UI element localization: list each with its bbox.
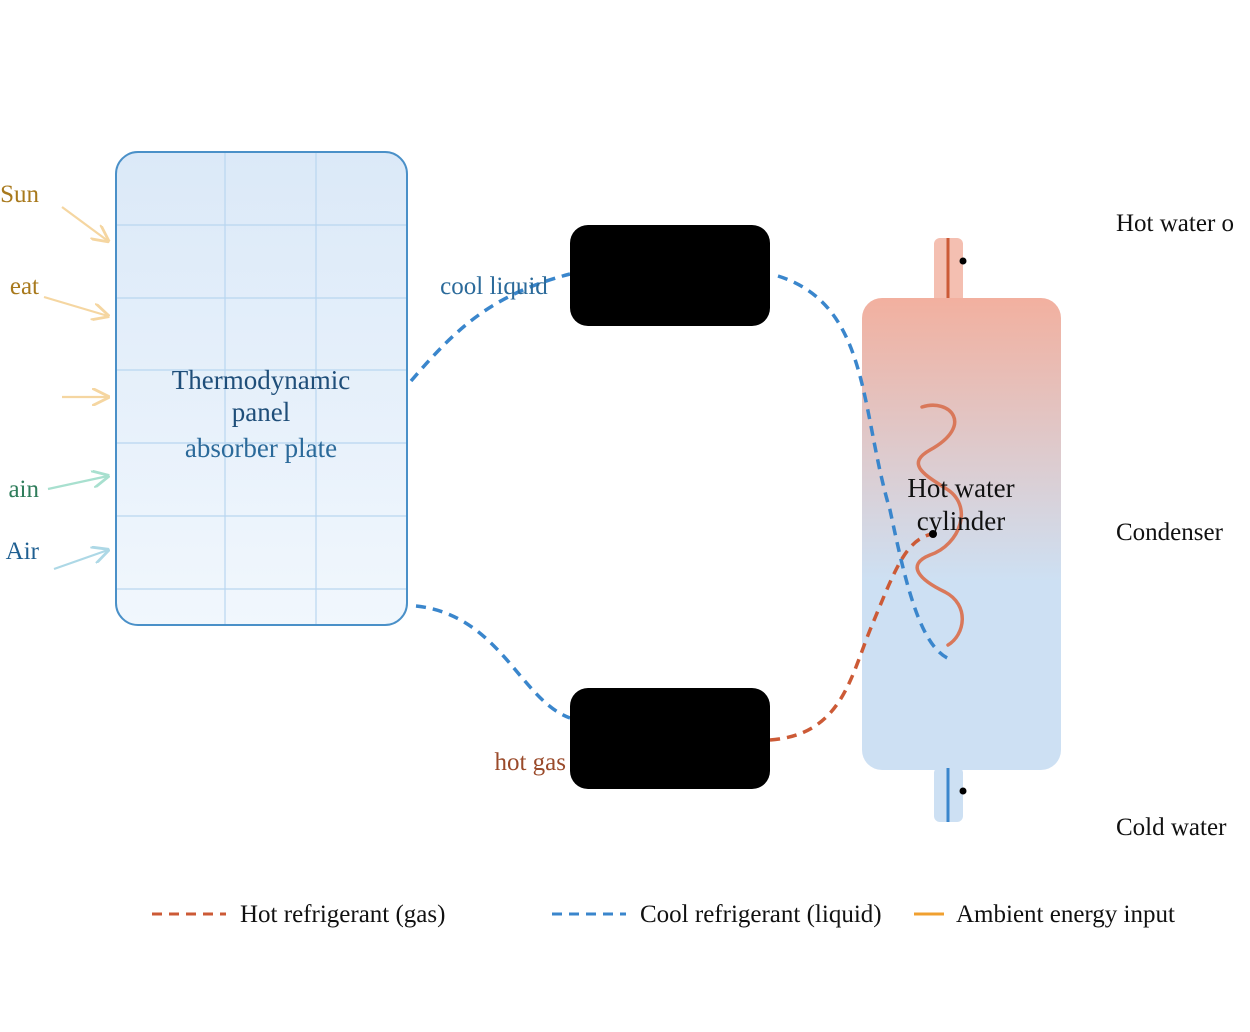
cool-liquid-label: cool liquid [440,273,548,300]
compressor-box [570,688,770,789]
expansion-valve-box [570,225,770,326]
condenser-label: Condenser [1116,519,1224,546]
panel-title-line1: Thermodynamic [172,365,350,395]
air-arrow [53,550,108,571]
input-label-air: Air [6,538,40,565]
cool-pipe-panel-to-box [409,272,571,383]
panel-grid [117,153,406,624]
thermodynamic-panel: Thermodynamic panel absorber plate [115,151,408,626]
hot-water-out-label: Hot water o [1116,210,1234,237]
cool-pipe-box-to-cylinder [777,274,953,662]
coil-junction-dot [929,530,937,538]
ambient-input-arrows [43,206,108,571]
hot-pipe-panel-to-box [415,604,571,720]
heat-arrow [43,295,108,316]
hot-outlet-dot [959,257,967,265]
panel-title-line2: panel [232,397,290,427]
hot-gas-label: hot gas [494,749,566,776]
input-label-heat: eat [10,273,39,300]
input-label-rain: ain [8,476,39,503]
sun-arrow [61,206,108,241]
panel-subtitle: absorber plate [185,433,337,463]
input-label-sun: Sun [0,181,39,208]
rain-arrow [47,476,108,491]
cylinder-label-line1: Hot water [907,473,1014,503]
legend-cool-label: Cool refrigerant (liquid) [640,901,882,928]
condenser-coil [915,403,964,647]
cold-water-label: Cold water [1116,814,1227,841]
refrigerant-pipes [409,272,953,742]
hot-pipe-box-to-cylinder [769,532,933,742]
hot-water-cylinder: Hot water cylinder [862,238,1061,822]
cold-inlet-dot [959,787,967,795]
cylinder-body [862,298,1061,770]
legend-hot-label: Hot refrigerant (gas) [240,901,445,928]
legend-ambient-label: Ambient energy input [956,901,1175,928]
legend: Hot refrigerant (gas) Cool refrigerant (… [152,901,1175,928]
